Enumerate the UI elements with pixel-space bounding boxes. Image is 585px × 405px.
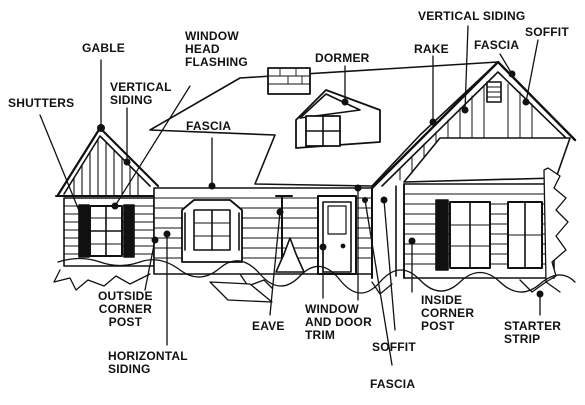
label-outside-corner-post: OUTSIDE CORNER POST xyxy=(98,289,153,329)
right-wing-roof xyxy=(403,137,571,183)
label-fascia-right: FASCIA xyxy=(474,38,520,52)
label-fascia-top: FASCIA xyxy=(186,119,232,133)
label-horizontal-siding: HORIZONTAL SIDING xyxy=(108,349,188,376)
label-soffit-bottom: SOFFIT xyxy=(372,340,416,354)
label-inside-corner-post: INSIDE CORNER POST xyxy=(421,293,475,333)
label-gable: GABLE xyxy=(82,41,125,55)
center-wall xyxy=(153,187,373,275)
right-wing-wall xyxy=(403,167,569,283)
leader-dots xyxy=(78,70,544,298)
leader-lines xyxy=(39,25,541,366)
left-gable xyxy=(55,126,161,197)
label-rake: RAKE xyxy=(414,42,449,56)
right-gable xyxy=(370,60,577,190)
label-fascia-bottom: FASCIA xyxy=(370,377,416,391)
dormer xyxy=(295,89,381,149)
ground xyxy=(53,257,576,303)
label-vertical-siding-top: VERTICAL SIDING xyxy=(418,9,526,23)
label-window-head-flashing: WINDOW HEAD FLASHING xyxy=(185,29,248,69)
label-eave: EAVE xyxy=(252,319,285,333)
chimney xyxy=(267,67,311,95)
label-soffit-top: SOFFIT xyxy=(525,25,569,39)
label-starter-strip: STARTER STRIP xyxy=(504,319,562,346)
label-dormer: DORMER xyxy=(315,51,370,65)
label-vertical-siding-left: VERTICAL SIDING xyxy=(110,80,172,107)
label-window-and-door-trim: WINDOW AND DOOR TRIM xyxy=(305,302,372,342)
label-shutters: SHUTTERS xyxy=(8,96,75,110)
